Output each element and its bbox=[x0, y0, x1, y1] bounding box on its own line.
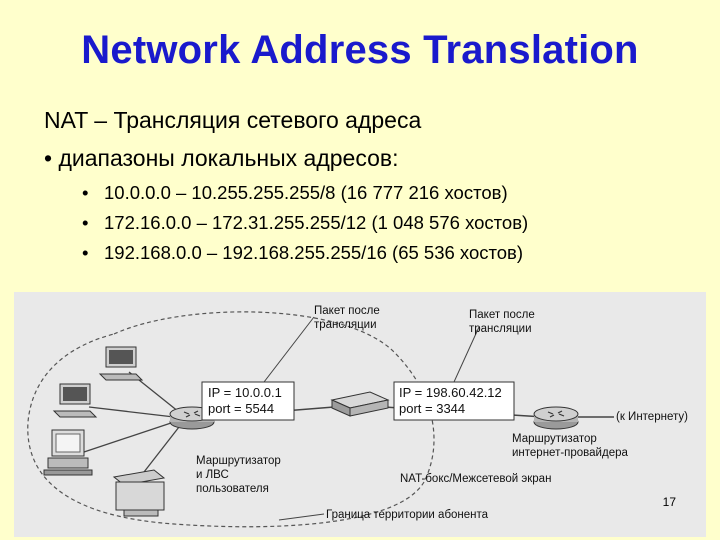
label-line: Маршрутизатор bbox=[512, 433, 597, 445]
label-line: Пакет после bbox=[469, 309, 535, 321]
label-line: Пакет после bbox=[314, 305, 380, 317]
label-line: интернет-провайдера bbox=[512, 447, 628, 459]
laptop-icon bbox=[98, 346, 144, 381]
right-port: port = 3344 bbox=[399, 401, 466, 416]
bullet: • bbox=[82, 242, 89, 263]
printer-icon bbox=[112, 469, 166, 517]
isp-router-icon bbox=[533, 406, 579, 430]
desktop-link bbox=[83, 421, 175, 453]
label-line: трансляции bbox=[314, 319, 377, 331]
boundary-label: Граница территории абонента bbox=[326, 509, 489, 521]
laptop2-link bbox=[88, 406, 175, 418]
local-ranges-heading: • диапазоны локальных адресов: bbox=[44, 145, 399, 171]
desktop-computer-icon bbox=[43, 429, 93, 476]
nat-box-label: NAT-бокс/Межсетевой экран bbox=[400, 473, 552, 485]
lan-router-label: Маршрутизатор и ЛВС пользователя bbox=[196, 454, 281, 496]
nat-box-icon bbox=[330, 391, 390, 417]
right-packet-label: Пакет после трансляции bbox=[469, 308, 535, 336]
label-line: Маршрутизатор bbox=[196, 455, 281, 467]
label-line: трансляции bbox=[469, 323, 532, 335]
label-line: пользователя bbox=[196, 483, 269, 495]
nat-diagram-graphics bbox=[27, 311, 614, 528]
left-packet-callout bbox=[263, 316, 315, 383]
page-number: 17 bbox=[662, 495, 676, 509]
left-packet-label: Пакет после трансляции bbox=[314, 304, 380, 332]
left-ip: IP = 10.0.0.1 bbox=[208, 385, 282, 400]
range-item-10: • 10.0.0.0 – 10.255.255.255/8 (16 777 216… bbox=[82, 182, 508, 204]
left-packet-values: IP = 10.0.0.1 port = 5544 bbox=[208, 385, 282, 417]
slide-title: Network Address Translation bbox=[81, 28, 639, 72]
boundary-callout bbox=[278, 513, 325, 521]
right-ip: IP = 198.60.42.12 bbox=[399, 385, 502, 400]
left-port: port = 5544 bbox=[208, 401, 275, 416]
to-internet-label: (к Интернету) bbox=[616, 411, 688, 423]
range-item-172: • 172.16.0.0 – 172.31.255.255/12 (1 048 5… bbox=[82, 212, 528, 234]
range-text: 192.168.0.0 – 192.168.255.255/16 (65 536… bbox=[104, 242, 524, 263]
right-packet-values: IP = 198.60.42.12 port = 3344 bbox=[399, 385, 502, 417]
isp-router-label: Маршрутизатор интернет-провайдера bbox=[512, 432, 628, 460]
range-text: 10.0.0.0 – 10.255.255.255/8 (16 777 216 … bbox=[104, 182, 508, 203]
label-line: и ЛВС bbox=[196, 469, 229, 481]
right-packet-callout bbox=[453, 326, 480, 383]
bullet: • bbox=[82, 182, 89, 203]
range-item-192: • 192.168.0.0 – 192.168.255.255/16 (65 53… bbox=[82, 242, 523, 264]
nat-definition: NAT – Трансляция сетевого адреса bbox=[44, 107, 422, 133]
nat-diagram: Пакет после трансляции Пакет после транс… bbox=[14, 292, 706, 537]
subscriber-boundary bbox=[27, 311, 435, 528]
laptop-icon bbox=[52, 383, 98, 418]
printer-link bbox=[143, 426, 180, 473]
bullet: • bbox=[82, 212, 89, 233]
left-packet-box bbox=[201, 381, 295, 421]
range-text: 172.16.0.0 – 172.31.255.255/12 (1 048 57… bbox=[104, 212, 529, 233]
